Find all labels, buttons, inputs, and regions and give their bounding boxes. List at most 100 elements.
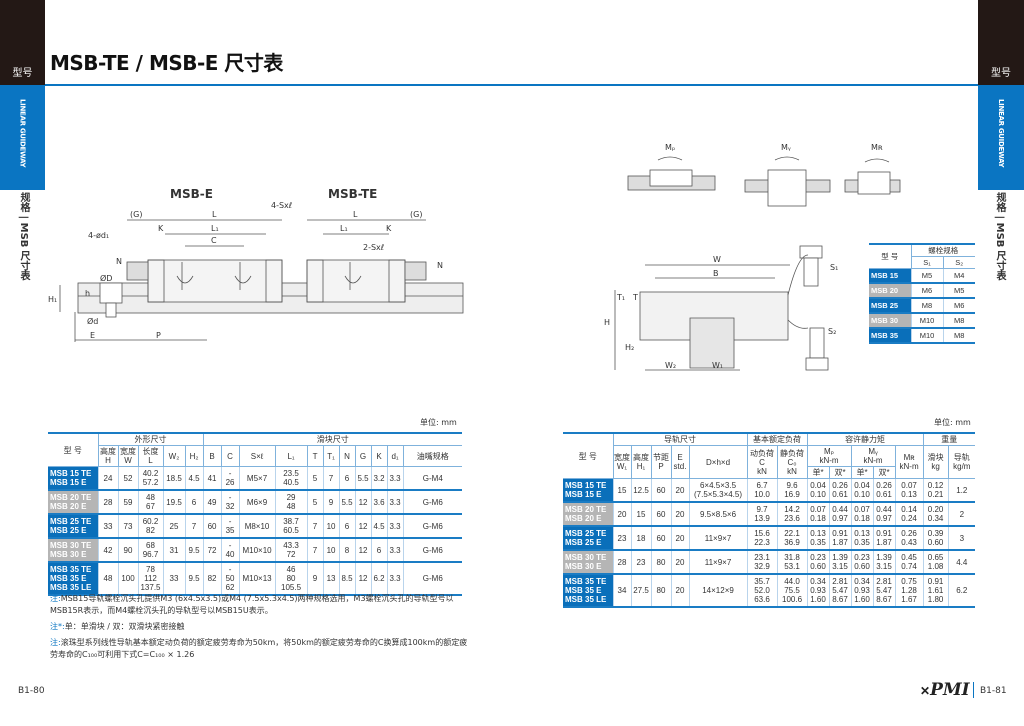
table-cell: 6 [338, 466, 356, 490]
table-cell: M8 [942, 328, 975, 343]
column-header: 宽度 W [117, 445, 138, 467]
footer-divider [973, 682, 974, 698]
msb-te-label: MSB-TE [328, 187, 377, 201]
table-cell: 1.2 [947, 478, 975, 502]
table-cell: 23.1 32.9 [746, 550, 778, 574]
column-header: 动负荷 C kN [746, 445, 778, 479]
model-cell: MSB 15 TE MSB 15 E [563, 478, 613, 502]
table-cell: 31.8 53.1 [776, 550, 808, 574]
table-cell: 7 [306, 538, 324, 562]
table-cell: 6.7 10.0 [746, 478, 778, 502]
dim-label: L [212, 210, 217, 219]
dim-label: L [353, 210, 358, 219]
model-cell: MSB 35 TE MSB 35 E MSB 35 LE [563, 574, 613, 607]
table-cell: M8 [942, 313, 975, 328]
model-cell: MSB 30 [869, 313, 911, 328]
table-cell: 0.75 1.28 1.67 [894, 574, 924, 607]
dim-label: Mʀ [871, 143, 883, 152]
table-cell: 0.13 0.35 [806, 526, 830, 550]
table-cell: M10 [910, 313, 943, 328]
table-cell: 19.5 [162, 490, 185, 514]
table-cell: 0.65 1.08 [922, 550, 949, 574]
dim-label: K [158, 224, 164, 233]
moment-diagrams [614, 156, 901, 371]
msb-e-label: MSB-E [170, 187, 213, 201]
column-header: C [220, 445, 240, 467]
table-cell: 60 [202, 514, 222, 538]
right-section-tab: 型号 [978, 0, 1024, 85]
table-cell: M4 [942, 268, 975, 283]
table-cell: 11×9×7 [688, 550, 748, 574]
table-cell: 68 96.7 [137, 538, 163, 562]
table-cell: 0.44 0.97 [828, 502, 852, 526]
table-cell: 18 [630, 526, 651, 550]
left-section-tab: 型号 [0, 0, 45, 85]
column-header: 节距 P [650, 445, 671, 479]
table-cell: 80 [650, 574, 671, 607]
dim-label: P [156, 331, 161, 340]
table-cell: 8 [338, 538, 356, 562]
side-english-label: LINEAR GUIDEWAY [997, 99, 1005, 168]
table-cell: 6.2 [370, 562, 388, 595]
dim-label: 4-ød₁ [88, 231, 109, 240]
table-cell: 0.34 0.93 1.60 [850, 574, 874, 607]
table-cell: 80 [650, 550, 671, 574]
table-cell: - 26 [220, 466, 240, 490]
column-group-header: 导轨尺寸 [612, 433, 748, 446]
column-header: 静负荷 C₀ kN [776, 445, 808, 479]
table-cell: 82 [202, 562, 222, 595]
table-cell: 7 [322, 466, 340, 490]
table-cell: M5 [942, 283, 975, 298]
table-cell: 0.13 0.35 [850, 526, 874, 550]
column-header: B [202, 445, 222, 467]
table-cell: 29 48 [274, 490, 308, 514]
column-header: 滑块 kg [922, 445, 949, 479]
column-header: T₁ [322, 445, 340, 467]
note-1: 注:MSB15导轨螺栓沉头孔提供M3 (6x4.5x3.5)或M4 (7.5x5… [50, 593, 470, 617]
cross-section-labels: Mₚ Mᵧ Mʀ W B T T₁ H H₂ W₂ W₁ S₁ S₂ [604, 143, 883, 370]
logo-mark-icon: ✕ [920, 684, 931, 698]
right-side-chinese: 规格 | MSB 尺寸表 [993, 192, 1005, 285]
msb-side-view-drawing [59, 219, 464, 342]
model-cell: MSB 20 TE MSB 20 E [48, 490, 98, 514]
column-header: H₂ [184, 445, 204, 467]
note-text: 滚珠型系列线性导轨基本额定动负荷的额定疲劳寿命为50km，将50km的额定疲劳寿… [50, 638, 468, 659]
dim-label: T [632, 293, 638, 302]
note-3: 注:滚珠型系列线性导轨基本额定动负荷的额定疲劳寿命为50km，将50km的额定疲… [50, 637, 470, 661]
table-cell: 3.3 [386, 466, 404, 490]
model-cell: MSB 30 TE MSB 30 E [48, 538, 98, 562]
table-cell: 20 [670, 478, 689, 502]
table-cell: 33 [162, 562, 185, 595]
table-cell: G-M4 [402, 466, 462, 490]
table-cell: 78 112 137.5 [137, 562, 163, 595]
tab-label: 型号 [991, 68, 1011, 79]
table-cell: 12 [354, 562, 372, 595]
table-cell: 6 [370, 538, 388, 562]
note-mark: 注*: [50, 622, 65, 631]
model-cell: MSB 35 TE MSB 35 E MSB 35 LE [48, 562, 98, 595]
dim-label: W₁ [712, 361, 723, 370]
column-header: 螺栓规格 [910, 244, 975, 257]
column-header: N [338, 445, 356, 467]
table-cell: 48 67 [137, 490, 163, 514]
table-cell: 42 [97, 538, 118, 562]
table-cell: 9.5 [184, 562, 204, 595]
left-category-tab: LINEAR GUIDEWAY [0, 85, 45, 190]
dim-label: Mₚ [665, 143, 675, 152]
table-cell: 60.2 82 [137, 514, 163, 538]
table-cell: 0.26 0.43 [894, 526, 924, 550]
dim-label: S₂ [828, 327, 836, 336]
table-cell: M6 [910, 283, 943, 298]
table-cell: G-M6 [402, 514, 462, 538]
model-cell: MSB 35 [869, 328, 911, 343]
table-cell: 23.5 40.5 [274, 466, 308, 490]
column-header: 高度 H₁ [630, 445, 651, 479]
column-header: 型 号 [563, 433, 613, 479]
table-cell: 3.3 [386, 562, 404, 595]
table-cell: 20 [670, 502, 689, 526]
